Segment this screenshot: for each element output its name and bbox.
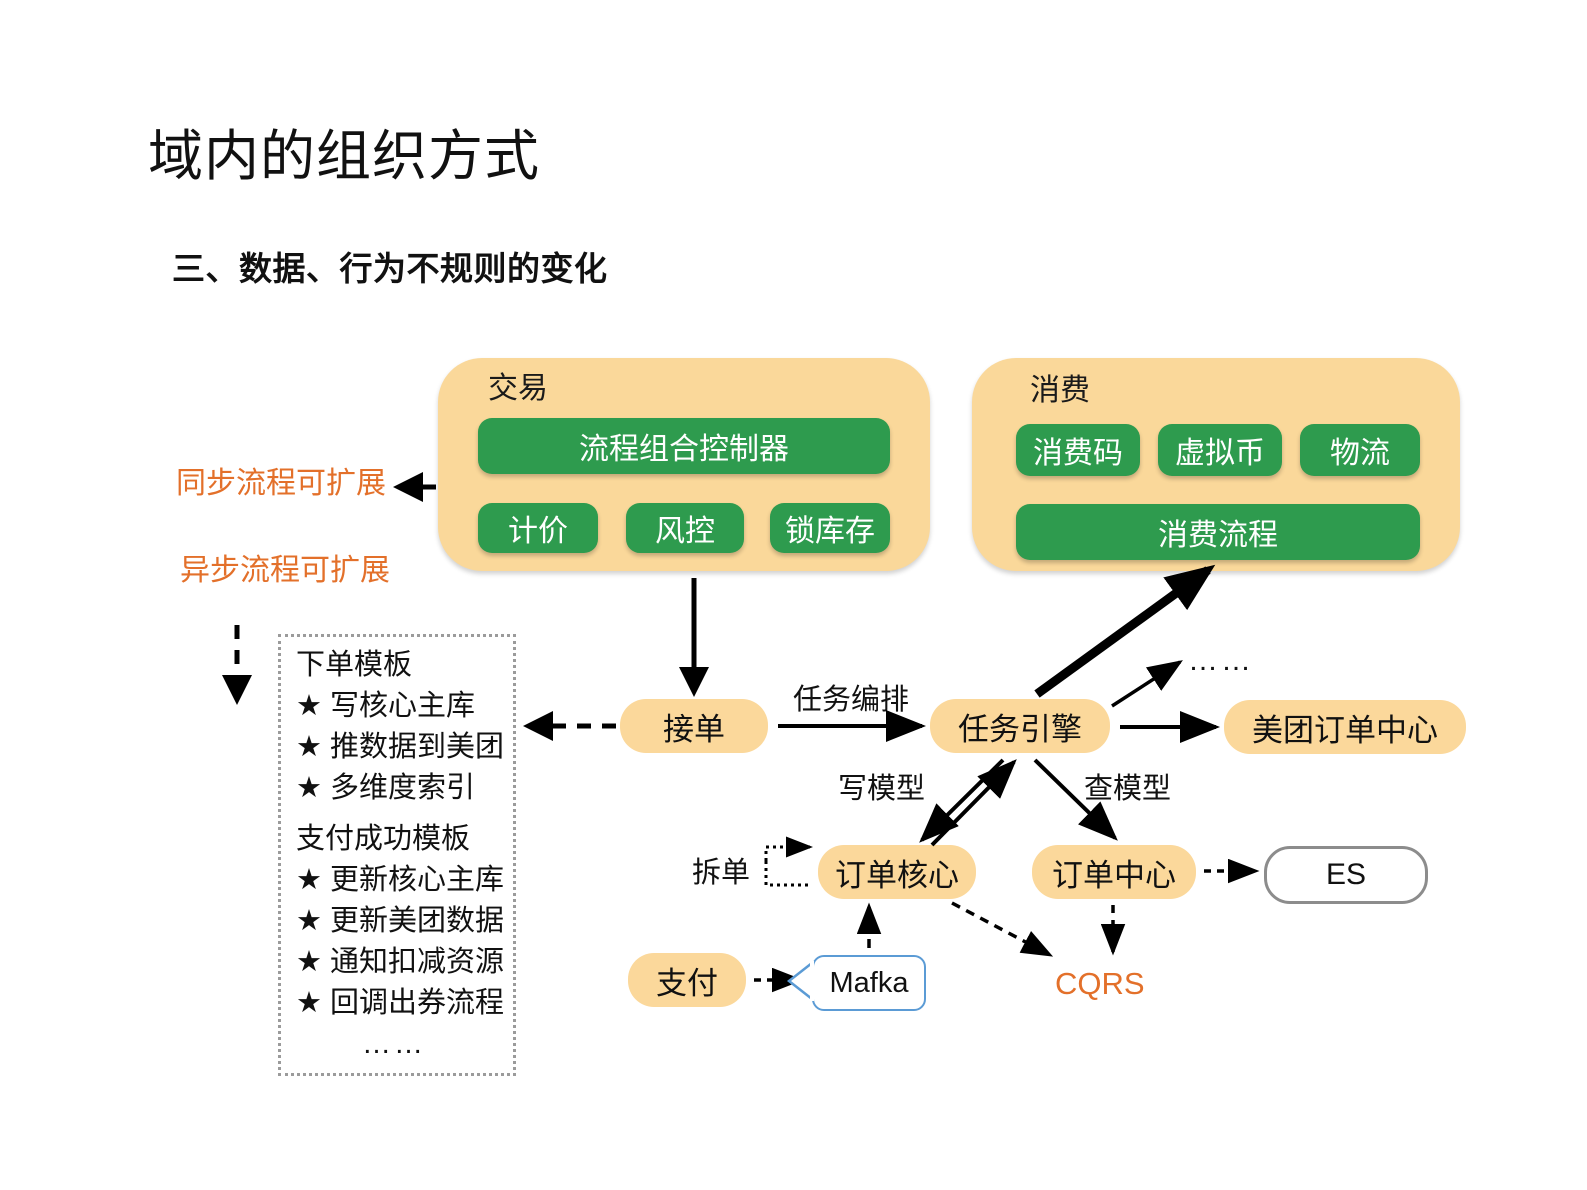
arrow-split-order-bottom: [764, 861, 812, 887]
arrow-order-core-to-task-engine: [930, 759, 1017, 847]
arrow-task-engine-to-ellipsis: [1111, 660, 1183, 708]
template-item-notify-deduct-resource: ★ 通知扣减资源: [296, 946, 505, 978]
page-subtitle: 三、数据、行为不规则的变化: [172, 250, 608, 287]
template-item-callback-coupon-flow: ★ 回调出券流程: [296, 987, 505, 1019]
consumption-component-virtualcoin[interactable]: 虚拟币: [1158, 424, 1282, 476]
node-task-engine[interactable]: 任务引擎: [930, 699, 1110, 753]
mafka-callout-tail: [786, 962, 813, 1000]
consumption-main-block[interactable]: 消费流程: [1016, 504, 1420, 560]
arrow-order-core-to-cqrs: [951, 901, 1054, 957]
template-item-push-data-meituan: ★ 推数据到美团: [296, 731, 505, 763]
node-order-center[interactable]: 订单中心: [1032, 845, 1196, 899]
node-es[interactable]: ES: [1264, 846, 1428, 904]
consumption-component-logistics[interactable]: 物流: [1300, 424, 1420, 476]
template-spacer: [296, 809, 518, 819]
arrow-task-engine-to-order-core: [919, 758, 1005, 843]
trade-main-block[interactable]: 流程组合控制器: [478, 418, 890, 474]
template-ellipsis: ……: [362, 1028, 426, 1060]
trade-component-pricing[interactable]: 计价: [478, 503, 598, 553]
trade-component-lockstock[interactable]: 锁库存: [770, 503, 890, 553]
arrow-split-order-top: [764, 836, 813, 861]
node-meituan-order-center[interactable]: 美团订单中心: [1224, 700, 1466, 754]
domain-label-trade: 交易: [488, 372, 548, 405]
label-sync-extendable: 同步流程可扩展: [176, 467, 386, 500]
node-payment[interactable]: 支付: [628, 953, 746, 1007]
annotation-cqrs: CQRS: [1055, 966, 1145, 1001]
template-item-update-core-db: ★ 更新核心主库: [296, 864, 505, 896]
template-panel: [278, 634, 516, 1076]
domain-label-consumption: 消费: [1030, 374, 1090, 407]
annotation-ellipsis: ……: [1188, 644, 1254, 677]
edge-label-split-order: 拆单: [692, 857, 751, 889]
mafka-label: Mafka: [829, 966, 909, 999]
trade-component-riskcontrol[interactable]: 风控: [626, 503, 744, 553]
node-mafka[interactable]: Mafka: [812, 955, 926, 1011]
consumption-component-code[interactable]: 消费码: [1016, 424, 1140, 476]
template-group-title-payment: 支付成功模板: [296, 823, 471, 855]
template-item-write-core-db: ★ 写核心主库: [296, 690, 476, 722]
template-item-update-meituan-data: ★ 更新美团数据: [296, 905, 505, 937]
label-async-extendable: 异步流程可扩展: [180, 554, 390, 587]
arrow-task-engine-to-consumption-flow: [1034, 564, 1216, 698]
template-group-title-order: 下单模板: [296, 649, 413, 681]
node-accept-order[interactable]: 接单: [620, 699, 768, 753]
node-order-core[interactable]: 订单核心: [818, 845, 976, 899]
edge-label-write-model: 写模型: [838, 773, 926, 805]
page-title: 域内的组织方式: [148, 125, 541, 187]
edge-label-query-model: 查模型: [1084, 773, 1172, 805]
template-panel-content: 下单模板 ★ 写核心主库 ★ 推数据到美团 ★ 多维度索引 支付成功模板 ★ 更…: [296, 645, 518, 1065]
template-item-multidim-index: ★ 多维度索引: [296, 772, 476, 804]
edge-label-task-orchestration: 任务编排: [793, 684, 910, 716]
